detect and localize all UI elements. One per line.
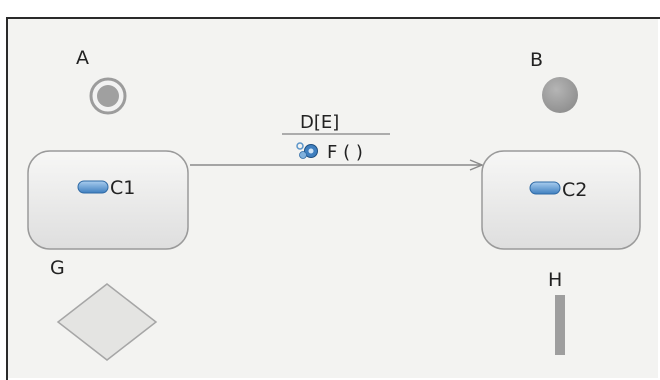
fork-join-bar [555,295,565,355]
transition-effect: F ( ) [327,142,363,163]
state-c1-label: C1 [110,177,135,199]
region-pill-icon [529,181,561,195]
final-state-disk [542,77,578,113]
state-c2[interactable]: C2 [481,150,641,250]
transition-trigger-guard: D[E] [300,112,339,133]
node-a[interactable]: A [76,47,127,115]
node-b-label: B [530,49,543,71]
decision-diamond [56,283,158,361]
node-a-label: A [76,47,89,69]
node-g[interactable]: G [50,257,158,361]
initial-state-dot [97,85,119,107]
node-h-label: H [548,269,562,291]
state-c1-box [27,150,189,250]
node-h[interactable]: H [548,269,565,355]
state-c1[interactable]: C1 [27,150,189,250]
region-pill-icon [77,180,109,194]
behavior-gear-icon [296,142,318,159]
transition-c1-c2[interactable]: D[E] F ( ) [190,112,482,165]
node-b[interactable]: B [530,49,578,113]
state-c2-box [481,150,641,250]
state-c2-label: C2 [562,179,587,201]
node-g-label: G [50,257,65,279]
